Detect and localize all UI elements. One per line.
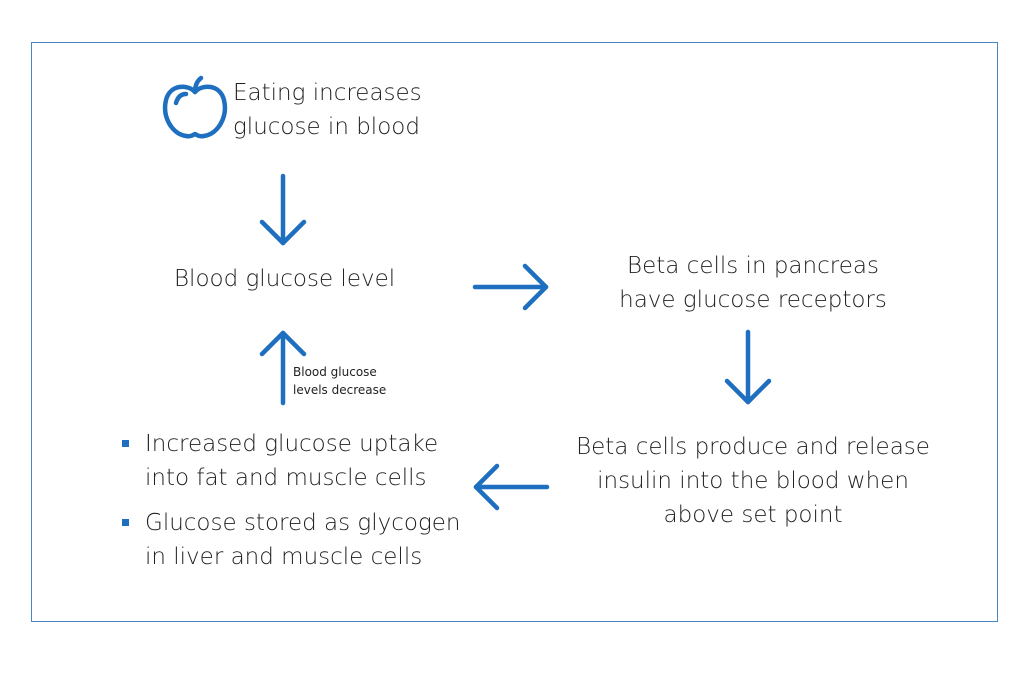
bullet-marker: [122, 440, 129, 447]
beta-insulin-line-2: insulin into the blood when: [597, 468, 909, 494]
beta-receptors-label: Beta cells in pancreas have glucose rece…: [593, 249, 913, 317]
bullet-line-2: into fat and muscle cells: [145, 465, 427, 491]
decrease-line-1: Blood glucose: [293, 365, 377, 379]
beta-insulin-line-3: above set point: [663, 502, 843, 528]
eating-line-1: Eating increases: [233, 80, 422, 106]
beta-receptors-line-1: Beta cells in pancreas: [627, 253, 879, 279]
decrease-label: Blood glucose levels decrease: [293, 363, 386, 399]
eating-label: Eating increases glucose in blood: [233, 76, 422, 144]
bullet-text: Increased glucose uptake into fat and mu…: [145, 427, 438, 495]
bullet-line-2: in liver and muscle cells: [145, 544, 423, 570]
decrease-line-2: levels decrease: [293, 383, 387, 397]
bullet-item-glycogen: Glucose stored as glycogen in liver and …: [122, 506, 460, 574]
diagram-frame: [31, 42, 998, 622]
bullet-line-1: Glucose stored as glycogen: [145, 510, 461, 536]
beta-insulin-label: Beta cells produce and release insulin i…: [563, 430, 943, 532]
blood-glucose-label: Blood glucose level: [174, 266, 396, 292]
eating-line-2: glucose in blood: [233, 114, 420, 140]
bullet-text: Glucose stored as glycogen in liver and …: [145, 506, 460, 574]
bullet-marker: [122, 519, 129, 526]
beta-receptors-line-2: have glucose receptors: [619, 287, 887, 313]
beta-insulin-line-1: Beta cells produce and release: [576, 434, 930, 460]
bullet-item-uptake: Increased glucose uptake into fat and mu…: [122, 427, 438, 495]
bullet-line-1: Increased glucose uptake: [145, 431, 439, 457]
